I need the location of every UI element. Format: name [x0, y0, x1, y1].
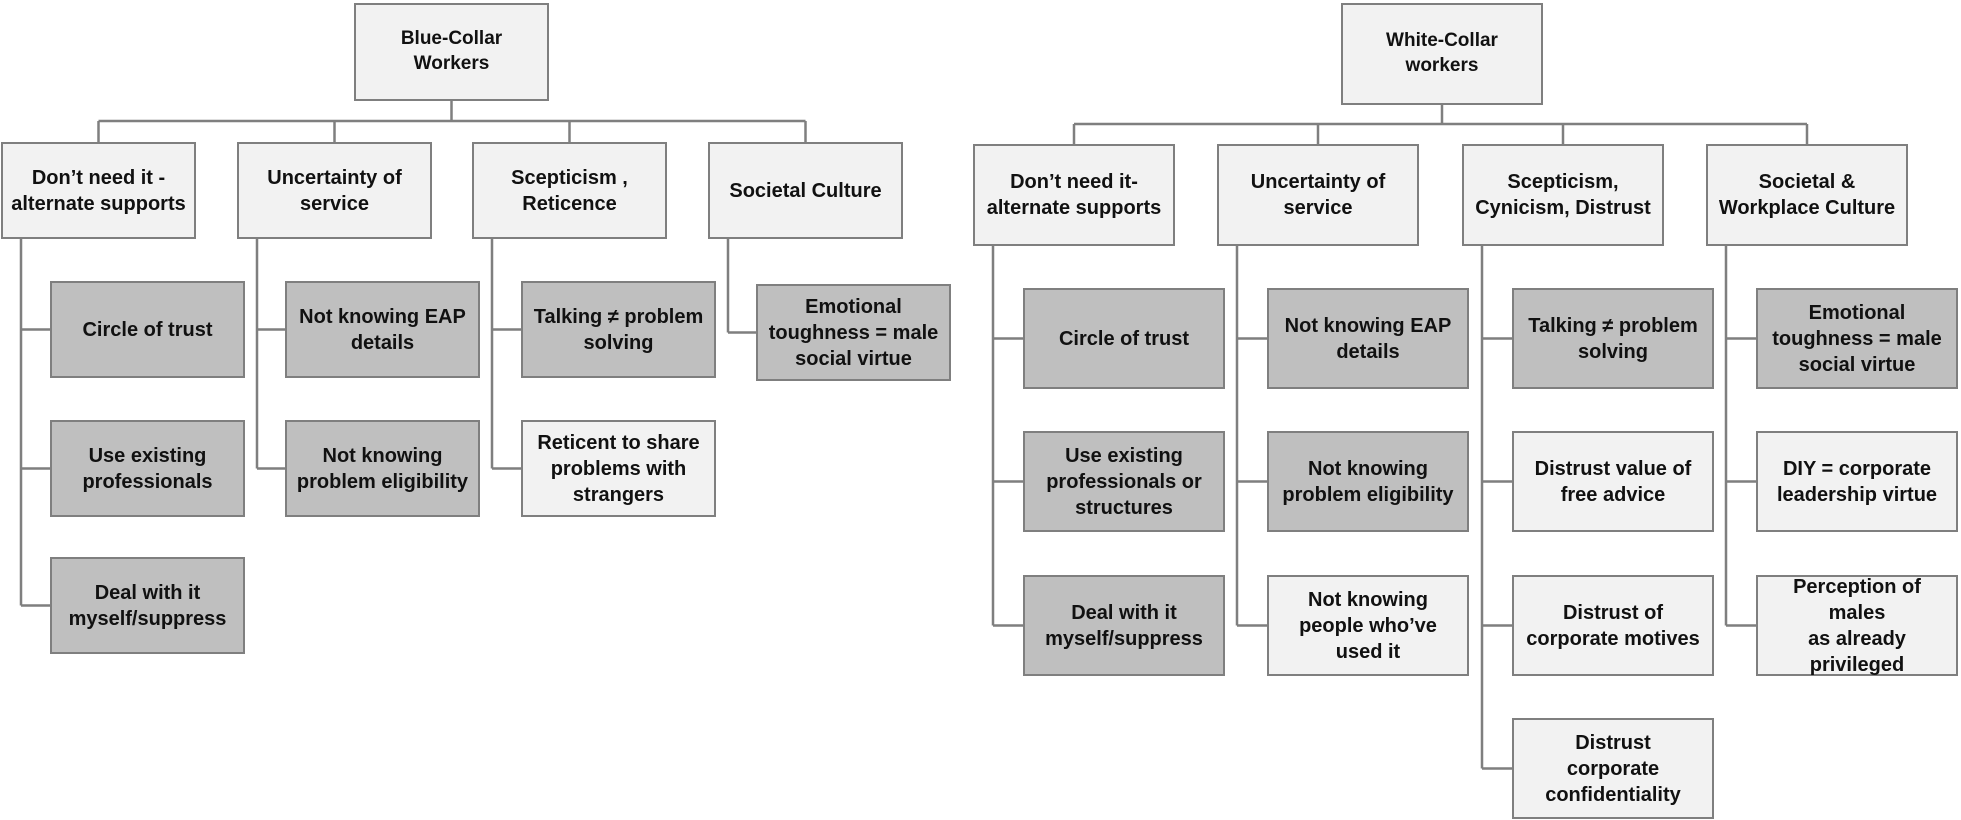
- white-collar-item-circle-of-trust: Circle of trust: [1023, 288, 1225, 389]
- white-collar-category-don-t-need-it-alternate-suppor: Don’t need it- alternate supports: [973, 144, 1175, 246]
- blue-collar-category-don-t-need-it-alternate-suppor: Don’t need it - alternate supports: [1, 142, 196, 239]
- blue-collar-item-circle-of-trust: Circle of trust: [50, 281, 245, 378]
- blue-collar-item-not-knowing-problem-eligibility: Not knowing problem eligibility: [285, 420, 480, 517]
- white-collar-item-use-existing-professionals-or-stru: Use existing professionals or structures: [1023, 431, 1225, 532]
- blue-collar-item-reticent-to-share-problems-with-st: Reticent to share problems with stranger…: [521, 420, 716, 517]
- white-collar-item-not-knowing-people-who-ve-used-it: Not knowing people who’ve used it: [1267, 575, 1469, 676]
- blue-collar-item-talking-problem-solving: Talking ≠ problem solving: [521, 281, 716, 378]
- blue-collar-root-node: Blue-Collar Workers: [354, 3, 549, 101]
- blue-collar-item-emotional-toughness-male-social-vi: Emotional toughness = male social virtue: [756, 284, 951, 381]
- blue-collar-category-scepticism-reticence: Scepticism , Reticence: [472, 142, 667, 239]
- blue-collar-category-uncertainty-of-service: Uncertainty of service: [237, 142, 432, 239]
- white-collar-item-not-knowing-problem-eligibility: Not knowing problem eligibility: [1267, 431, 1469, 532]
- white-collar-item-talking-problem-solving: Talking ≠ problem solving: [1512, 288, 1714, 389]
- blue-collar-item-use-existing-professionals: Use existing professionals: [50, 420, 245, 517]
- white-collar-item-deal-with-it-myself-suppress: Deal with it myself/suppress: [1023, 575, 1225, 676]
- white-collar-item-distrust-of-corporate-motives: Distrust of corporate motives: [1512, 575, 1714, 676]
- white-collar-item-emotional-toughness-male-social-vi: Emotional toughness = male social virtue: [1756, 288, 1958, 389]
- blue-collar-category-societal-culture: Societal Culture: [708, 142, 903, 239]
- white-collar-category-scepticism-cynicism-distrust: Scepticism, Cynicism, Distrust: [1462, 144, 1664, 246]
- white-collar-category-societal-workplace-culture: Societal & Workplace Culture: [1706, 144, 1908, 246]
- white-collar-root-node: White-Collar workers: [1341, 3, 1543, 105]
- white-collar-item-diy-corporate-leadership-virtue: DIY = corporate leadership virtue: [1756, 431, 1958, 532]
- blue-collar-item-deal-with-it-myself-suppress: Deal with it myself/suppress: [50, 557, 245, 654]
- white-collar-category-uncertainty-of-service: Uncertainty of service: [1217, 144, 1419, 246]
- white-collar-item-not-knowing-eap-details: Not knowing EAP details: [1267, 288, 1469, 389]
- white-collar-item-perception-of-males-as-already-pri: Perception of males as already privilege…: [1756, 575, 1958, 676]
- white-collar-item-distrust-value-of-free-advice: Distrust value of free advice: [1512, 431, 1714, 532]
- blue-collar-item-not-knowing-eap-details: Not knowing EAP details: [285, 281, 480, 378]
- white-collar-item-distrust-corporate-confidentiality: Distrust corporate confidentiality: [1512, 718, 1714, 819]
